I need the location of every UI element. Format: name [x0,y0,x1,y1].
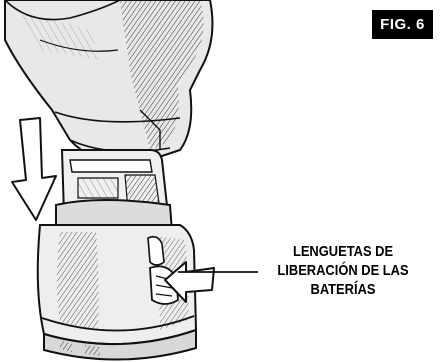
down-arrow-outline [11,117,57,221]
callout-line-3: BATERÍAS [310,281,376,298]
tool-handle-illustration [4,0,214,163]
battery-pack-illustration [36,149,198,361]
callout-line-2: LIBERACIÓN DE LAS [277,262,409,279]
figure-number-badge: FIG. 6 [372,10,433,39]
callout-line-1: LENGUETAS DE [292,243,394,260]
release-tabs-callout: LENGUETAS DE LIBERACIÓN DE LAS BATERÍAS [261,242,424,299]
